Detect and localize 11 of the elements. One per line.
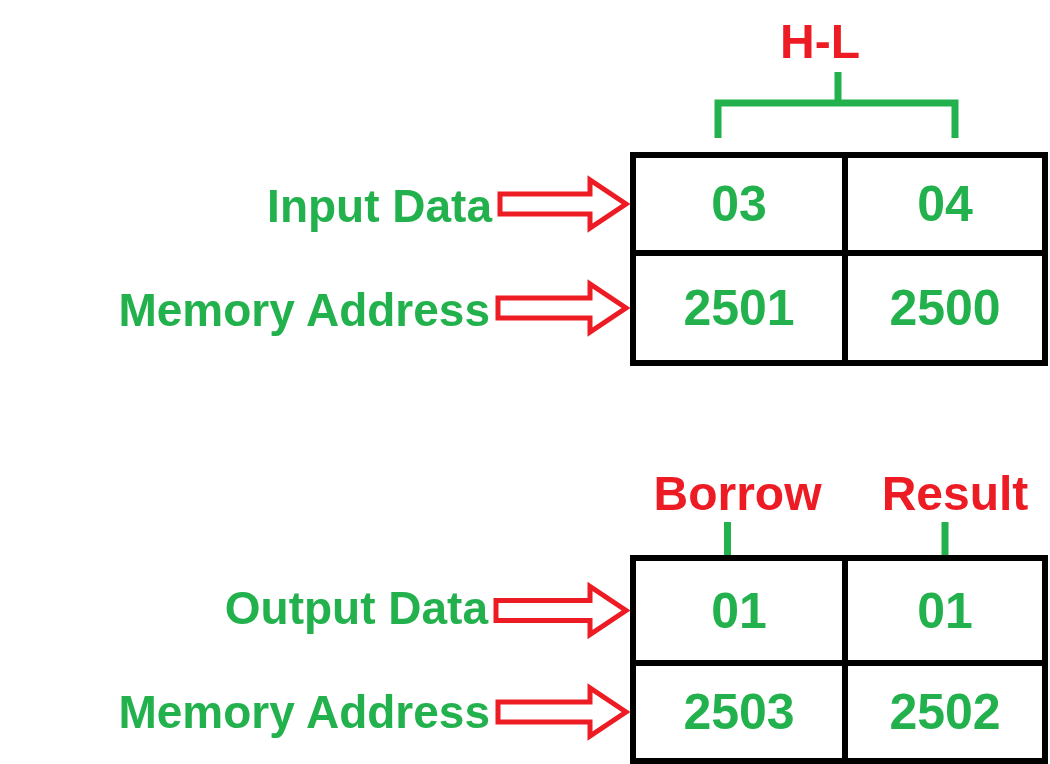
hollow-arrow (493, 581, 631, 640)
row-label: Output Data (120, 580, 488, 636)
row-label: Memory Address (0, 282, 490, 338)
column-label: Borrow (630, 466, 845, 522)
hollow-arrow (497, 175, 631, 233)
row-label: Memory Address (0, 684, 490, 740)
bracket-label: H-L (780, 18, 860, 66)
hollow-arrow (495, 683, 631, 741)
column-label: Result (860, 466, 1050, 522)
row-label: Input Data (120, 178, 492, 234)
hollow-arrow (495, 279, 631, 337)
